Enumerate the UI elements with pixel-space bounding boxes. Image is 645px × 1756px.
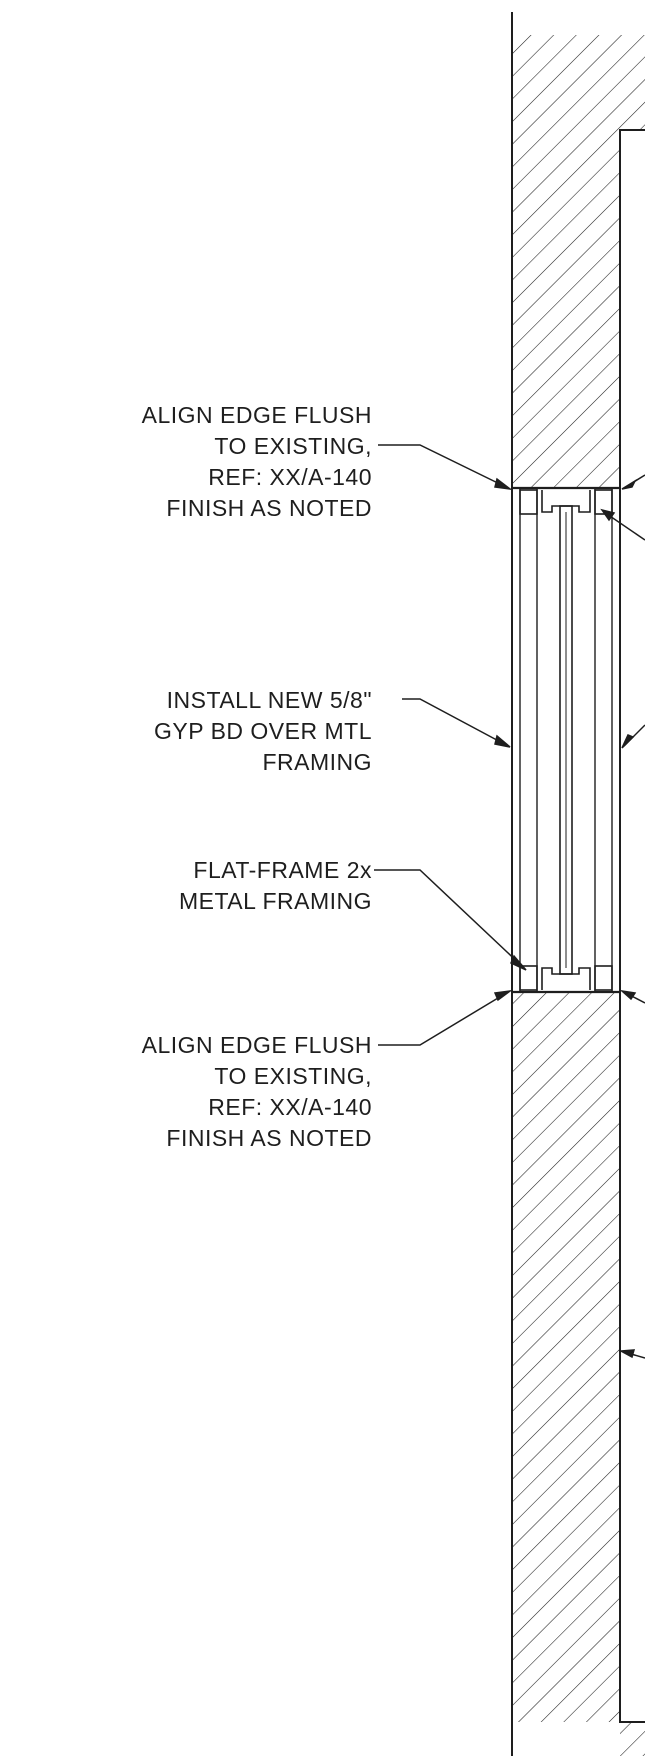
note-line: ALIGN EDGE FLUSH [141, 402, 372, 428]
note-gyp-board: INSTALL NEW 5/8" GYP BD OVER MTL FRAMING [72, 685, 372, 778]
note-align-edge-bottom: ALIGN EDGE FLUSH TO EXISTING, REF: XX/A-… [72, 1030, 372, 1154]
top-track [541, 490, 591, 513]
note-line: FINISH AS NOTED [166, 1125, 372, 1151]
note-line: METAL FRAMING [178, 888, 372, 914]
metal-stud-bottom-left [519, 965, 538, 991]
note-line: FLAT-FRAME 2x [193, 857, 372, 883]
note-line: FRAMING [262, 749, 372, 775]
note-line: GYP BD OVER MTL [154, 718, 372, 744]
note-line: INSTALL NEW 5/8" [166, 687, 372, 713]
center-stud [559, 505, 573, 975]
note-line: TO EXISTING, [214, 433, 372, 459]
metal-stud-top-left [519, 489, 538, 515]
note-line: ALIGN EDGE FLUSH [141, 1032, 372, 1058]
wall-inner-boundary-lower [619, 992, 645, 1723]
note-flat-frame: FLAT-FRAME 2x METAL FRAMING [72, 855, 372, 917]
existing-wall-hatch-lower [512, 992, 645, 1756]
note-line: FINISH AS NOTED [166, 495, 372, 521]
wall-inner-boundary-upper [619, 129, 645, 488]
bottom-track [541, 967, 591, 990]
existing-wall-hatch-upper [512, 35, 645, 488]
metal-stud-bottom-right [594, 965, 613, 991]
leader-lines-left [374, 444, 527, 1046]
note-line: REF: XX/A-140 [208, 464, 372, 490]
note-align-edge-top: ALIGN EDGE FLUSH TO EXISTING, REF: XX/A-… [72, 400, 372, 524]
note-line: TO EXISTING, [214, 1063, 372, 1089]
note-line: REF: XX/A-140 [208, 1094, 372, 1120]
infill-assembly [511, 486, 621, 994]
metal-stud-top-right [594, 489, 613, 515]
leader-lines-right [600, 474, 645, 1359]
